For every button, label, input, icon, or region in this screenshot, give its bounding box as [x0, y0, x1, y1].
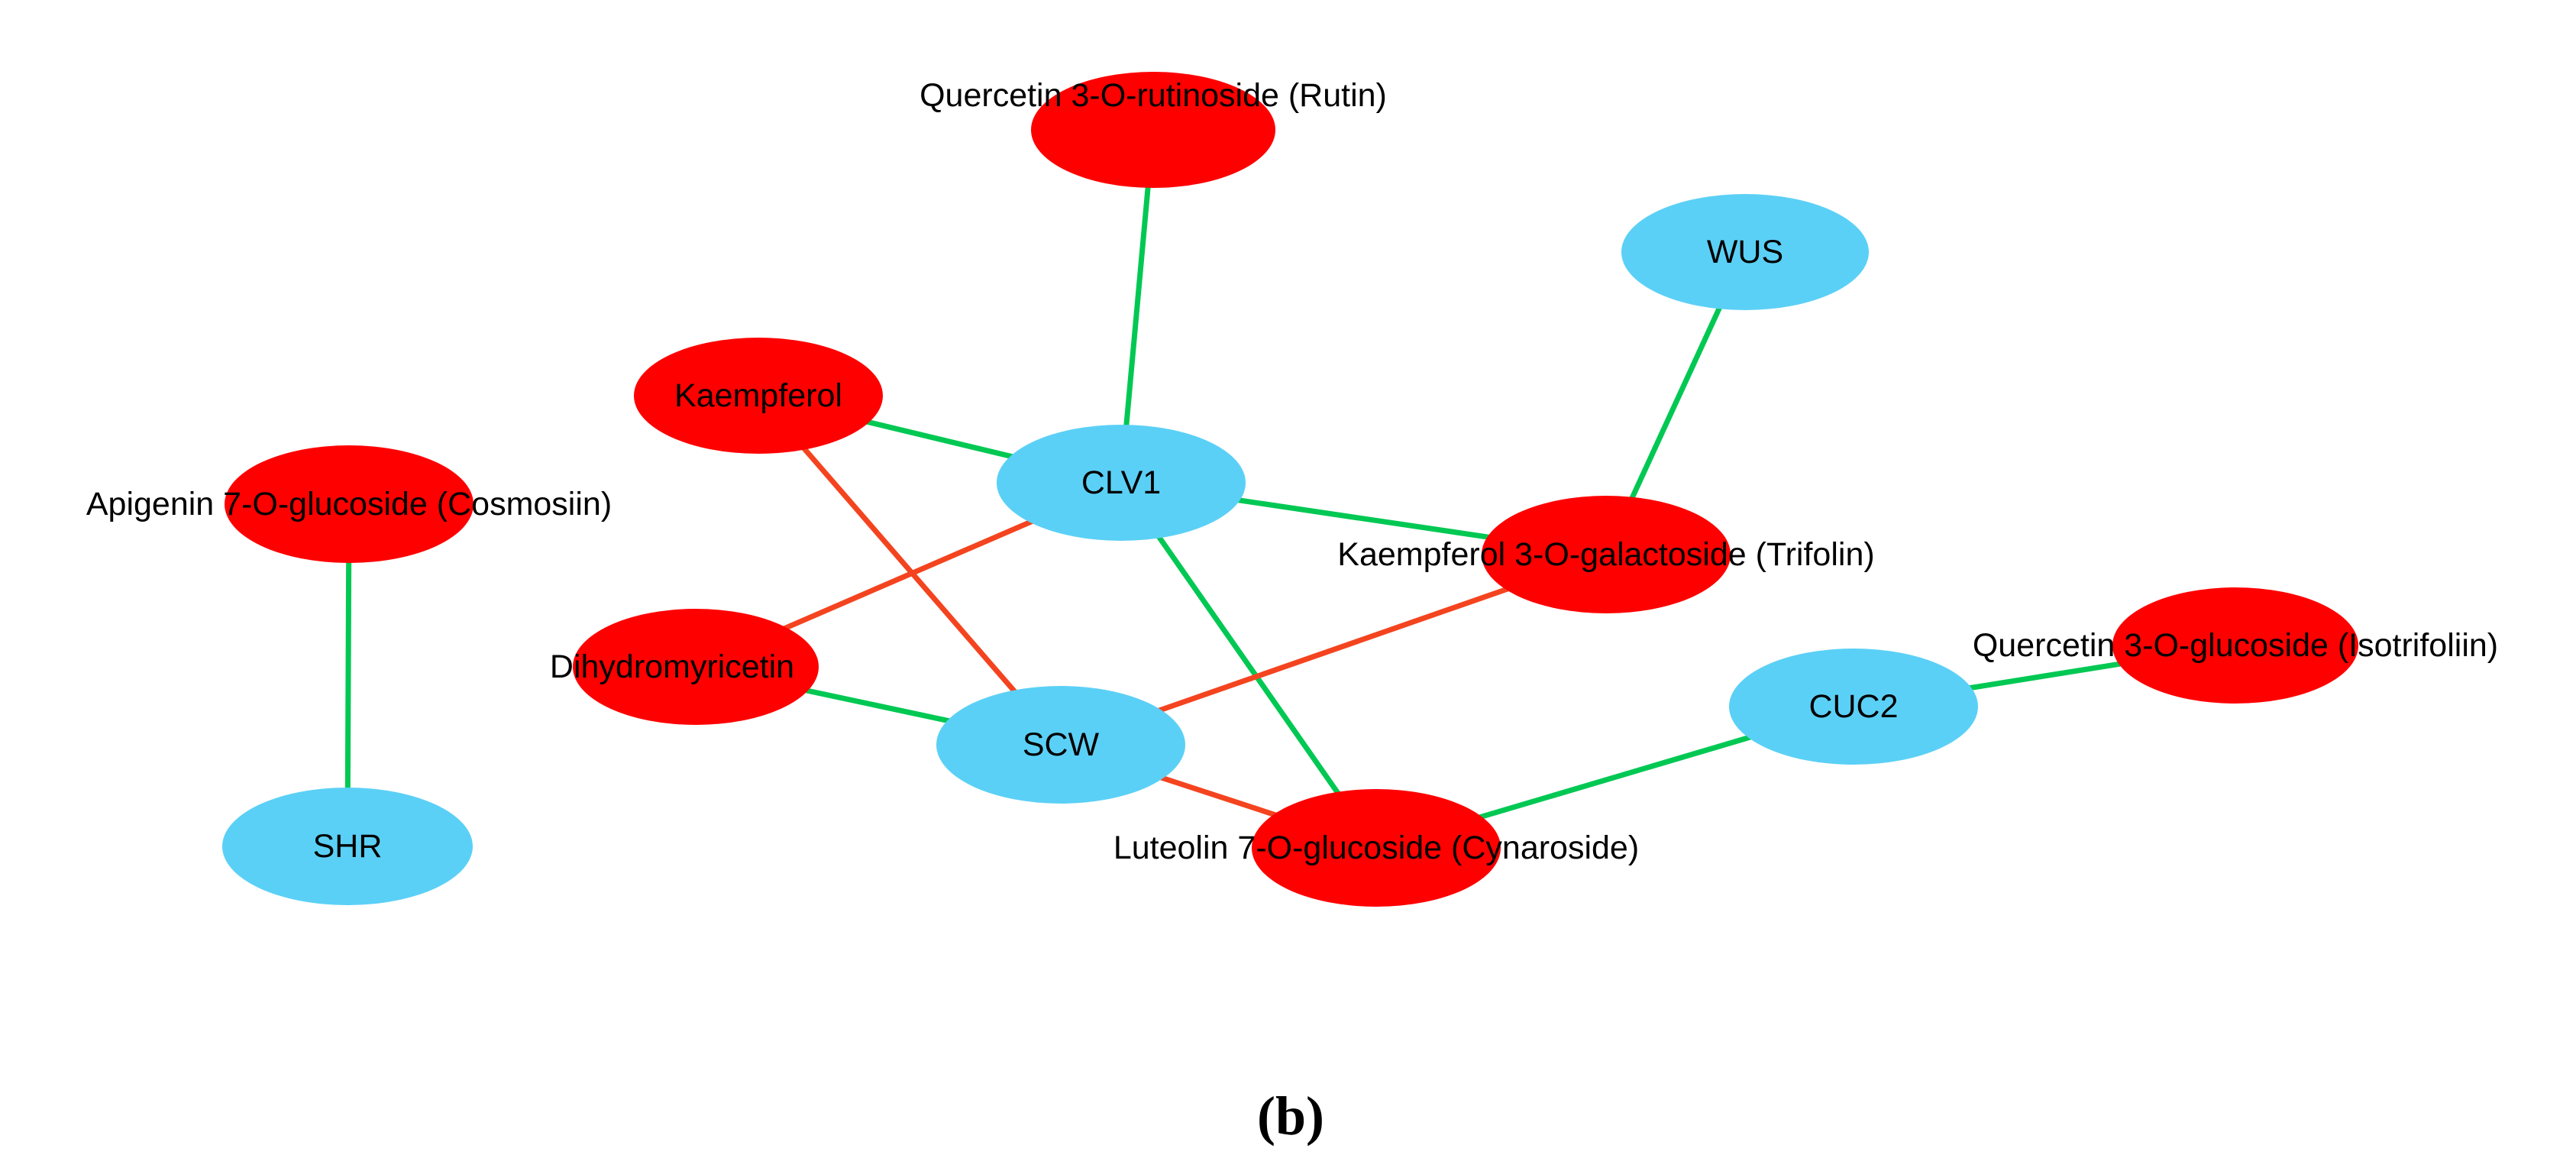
node-clv1	[997, 425, 1246, 541]
node-label-wus: WUS	[1707, 234, 1783, 270]
edge-clv1-cynaroside	[1119, 480, 1378, 850]
node-isotrifoliin	[2112, 587, 2358, 704]
node-cynaroside	[1252, 789, 1501, 907]
node-label-dihydromyricetin: Dihydromyricetin	[550, 649, 794, 685]
node-label-isotrifoliin: Quercetin 3-O-glucoside (Isotrifoliin)	[1973, 627, 2498, 664]
node-label-shr: SHR	[313, 828, 383, 865]
node-cosmosiin	[225, 445, 474, 563]
node-dihydromyricetin	[573, 609, 819, 725]
panel-label: (b)	[1257, 1085, 1324, 1147]
node-cuc2	[1729, 649, 1978, 765]
node-label-cosmosiin: Apigenin 7-O-glucoside (Cosmosiin)	[86, 486, 612, 522]
node-shr	[222, 788, 473, 905]
nodes-layer	[222, 72, 2358, 907]
node-label-rutin: Quercetin 3-O-rutinoside (Rutin)	[920, 77, 1387, 114]
node-label-cynaroside: Luteolin 7-O-glucoside (Cynaroside)	[1113, 830, 1639, 866]
edge-rutin-clv1	[1118, 129, 1156, 484]
node-trifolin	[1482, 496, 1731, 613]
node-wus	[1621, 194, 1869, 310]
edge-kaempferol-scw	[756, 393, 1063, 747]
node-label-scw: SCW	[1023, 726, 1100, 763]
node-rutin	[1031, 72, 1275, 188]
node-label-clv1: CLV1	[1081, 464, 1161, 501]
labels-layer: Quercetin 3-O-rutinoside (Rutin) WUS Kaemp…	[86, 77, 2498, 866]
node-label-cuc2: CUC2	[1808, 688, 1898, 725]
node-kaempferol	[634, 338, 883, 454]
node-scw	[936, 686, 1185, 804]
node-label-kaempferol: Kaempferol	[674, 377, 842, 414]
node-label-trifolin: Kaempferol 3-O-galactoside (Trifolin)	[1337, 536, 1874, 573]
